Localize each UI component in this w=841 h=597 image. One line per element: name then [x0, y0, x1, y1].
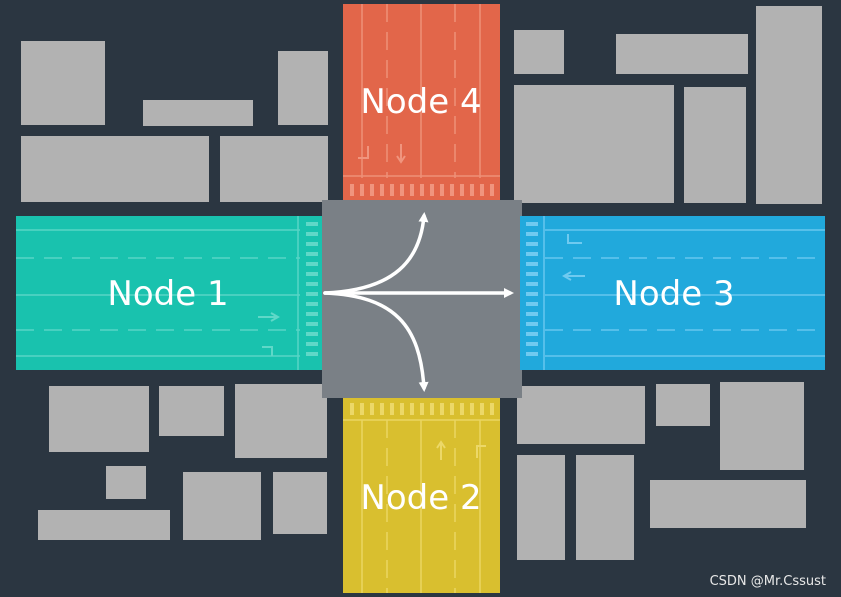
node-4-road: Node 4 [343, 4, 500, 200]
lane-arrow-icon [258, 312, 281, 356]
building [159, 386, 224, 436]
building [650, 480, 806, 528]
watermark: CSDN @Mr.Cssust [710, 574, 826, 589]
building [235, 384, 327, 458]
node-3-road: Node 3 [520, 216, 825, 370]
crosswalk-node-2 [350, 403, 494, 415]
building [278, 51, 328, 125]
node-1-label: Node 1 [107, 274, 228, 314]
building [38, 510, 170, 540]
building [49, 386, 149, 452]
building [220, 136, 328, 202]
crosswalk-node-3 [526, 222, 538, 356]
node-1-road-surface [16, 216, 322, 370]
building [514, 30, 564, 74]
crosswalk-node-4 [350, 184, 494, 196]
node-2-label: Node 2 [360, 478, 481, 518]
edge-node1-node4 [323, 212, 429, 295]
node-1-road: Node 1 [16, 216, 322, 370]
building [656, 384, 710, 426]
building [720, 382, 804, 470]
building [183, 472, 261, 540]
node-4-label: Node 4 [360, 82, 481, 122]
building [21, 41, 105, 125]
lane-arrow-icon [561, 234, 585, 281]
building [576, 455, 634, 560]
building [616, 34, 748, 74]
building [21, 136, 209, 202]
building [106, 466, 146, 499]
building [143, 100, 253, 126]
connections [323, 212, 514, 392]
building [517, 386, 645, 444]
lane-arrow-icon [358, 144, 406, 164]
edge-node1-node2 [323, 291, 429, 392]
building [684, 87, 746, 203]
building [756, 6, 822, 204]
lane-arrow-icon [436, 440, 486, 460]
building [273, 472, 327, 534]
building [514, 85, 674, 203]
crosswalk-node-1 [306, 222, 318, 356]
buildings [21, 6, 822, 560]
node-2-road: Node 2 [343, 398, 500, 593]
node-3-road-surface [520, 216, 825, 370]
building [517, 455, 565, 560]
node-3-label: Node 3 [613, 274, 734, 314]
